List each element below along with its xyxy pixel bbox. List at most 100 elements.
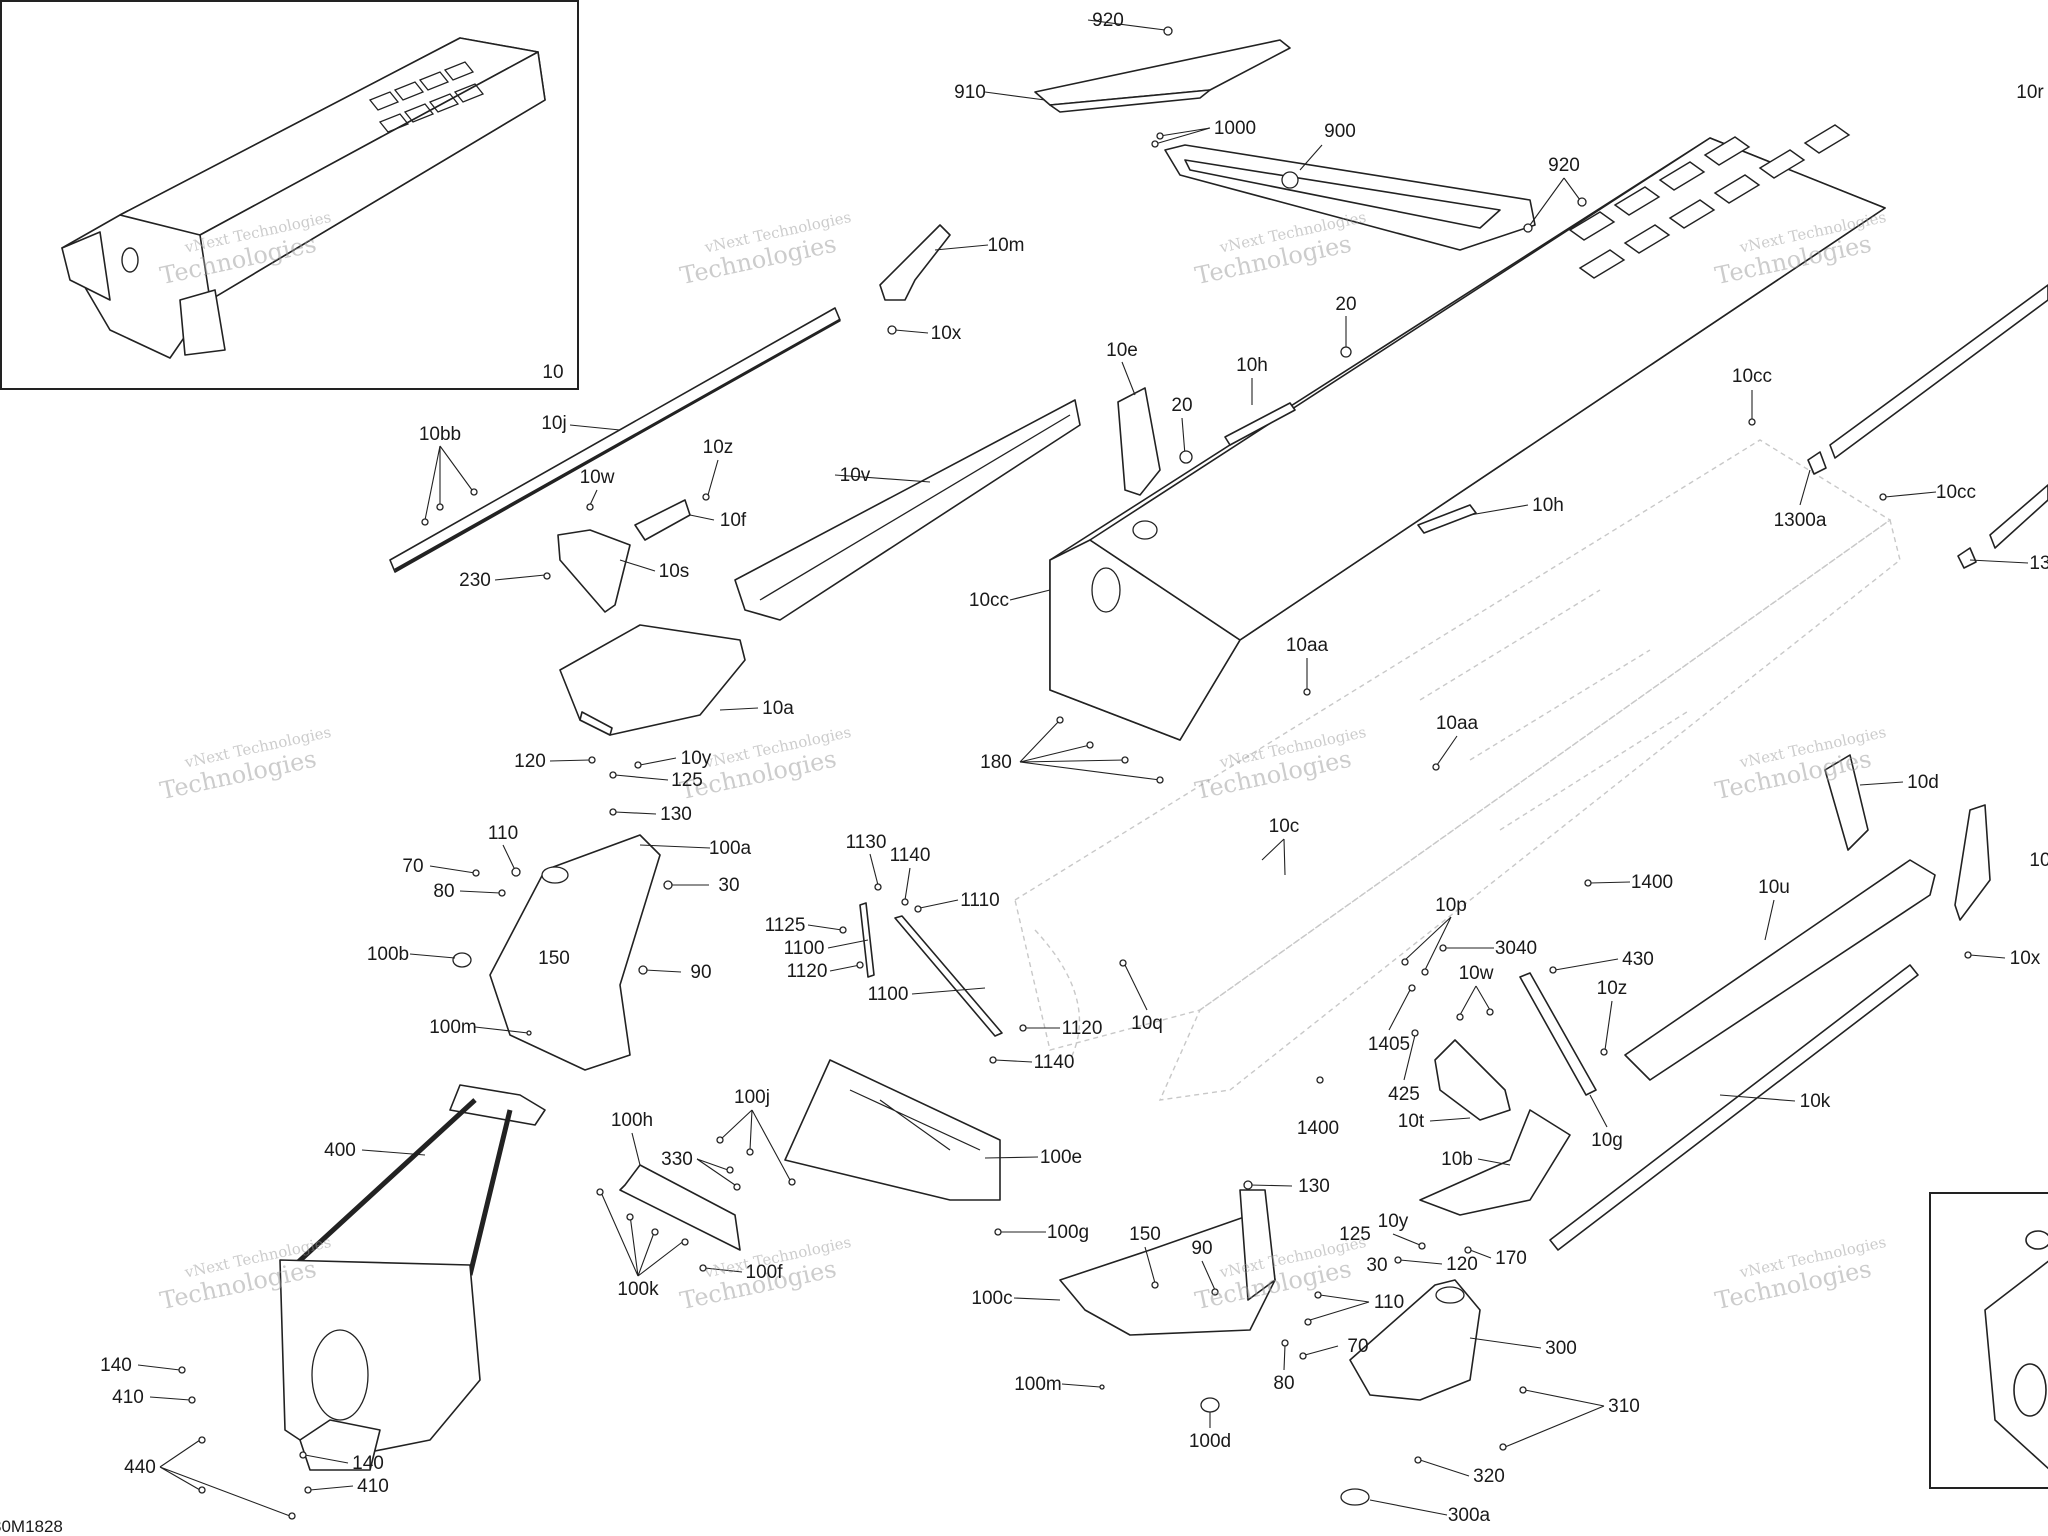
callout-c-10t: 10t <box>1398 1111 1425 1132</box>
callout-c-10d: 10d <box>1907 772 1939 793</box>
inset-assembly-top-left <box>0 0 579 390</box>
clip-13 <box>1957 547 1977 569</box>
callout-c-1100-b: 1100 <box>868 984 909 1005</box>
callout-c-1120-b: 1120 <box>1062 1018 1103 1039</box>
callout-c-10u: 10u <box>1758 877 1790 898</box>
callout-c-100f: 100f <box>746 1262 784 1283</box>
tunnel-main <box>1049 124 1886 741</box>
bracket-10-right <box>1954 804 1991 921</box>
callout-c-20a: 20 <box>1335 294 1356 315</box>
grommet-100d <box>1200 1397 1220 1413</box>
grommet-300a <box>1340 1488 1370 1506</box>
callout-c-10e: 10e <box>1106 340 1138 361</box>
callout-c-1130: 1130 <box>846 832 887 853</box>
callout-c-70-top: 70 <box>402 856 423 877</box>
callout-c-410-b: 410 <box>357 1476 389 1497</box>
callout-c-10p: 10p <box>1435 895 1467 916</box>
callout-c-440: 440 <box>124 1457 156 1478</box>
callout-c-10r: 10r <box>2016 82 2044 103</box>
callout-c-430: 430 <box>1622 949 1654 970</box>
callout-c-10g: 10g <box>1591 1130 1623 1151</box>
inset-label: 10 <box>542 362 563 383</box>
callout-c-100e: 100e <box>1040 1147 1082 1168</box>
callout-c-10v: 10v <box>840 465 871 486</box>
callout-c-310: 310 <box>1608 1396 1640 1417</box>
callout-c-425: 425 <box>1388 1084 1420 1105</box>
callout-c-10cc-c: 10cc <box>969 590 1009 611</box>
frame-400 <box>279 1084 546 1471</box>
plate-10b <box>1419 1109 1571 1216</box>
callout-c-10x-top: 10x <box>931 323 962 344</box>
callout-c-10cc-a: 10cc <box>1732 366 1772 387</box>
callout-c-100b: 100b <box>367 944 409 965</box>
callout-c-1140-mid: 1140 <box>1034 1052 1075 1073</box>
callout-c-1140-top: 1140 <box>890 845 931 866</box>
callout-c-300: 300 <box>1545 1338 1577 1359</box>
callout-c-10y-mid: 10y <box>1378 1211 1409 1232</box>
callout-c-920a: 920 <box>1092 10 1124 31</box>
callout-c-920b: 920 <box>1548 155 1580 176</box>
callout-c-80-top: 80 <box>433 881 454 902</box>
callout-c-10h-top: 10h <box>1236 355 1268 376</box>
rod-1100 <box>894 915 1003 1037</box>
callout-c-170: 170 <box>1495 1248 1527 1269</box>
bracket-300 <box>1349 1279 1481 1401</box>
callout-c-10m: 10m <box>988 235 1025 256</box>
plate-10f <box>634 499 691 541</box>
callout-c-10c: 10c <box>1269 816 1300 837</box>
callout-c-1400-a: 1400 <box>1631 872 1673 893</box>
callout-c-10k: 10k <box>1800 1091 1831 1112</box>
hardware-fasteners <box>178 26 1972 1520</box>
rail-10u <box>1624 859 1936 1081</box>
callout-c-150-mid: 150 <box>1129 1224 1161 1245</box>
callout-c-410-a: 410 <box>112 1387 144 1408</box>
callout-c-10b: 10b <box>1441 1149 1473 1170</box>
bar-10h-top <box>1224 402 1296 446</box>
callout-c-100c: 100c <box>971 1288 1012 1309</box>
callout-c-320: 320 <box>1473 1466 1505 1487</box>
callout-c-10z-mid: 10z <box>1597 978 1628 999</box>
callout-c-330: 330 <box>661 1149 693 1170</box>
rail-right-upper <box>1829 284 2048 459</box>
callout-c-150-top: 150 <box>538 948 570 969</box>
plate-10s <box>557 529 631 613</box>
slide-10j <box>389 307 841 573</box>
callout-c-100m-top: 100m <box>429 1017 477 1038</box>
callout-c-1000: 1000 <box>1214 118 1256 139</box>
callout-c-1405: 1405 <box>1368 1034 1410 1055</box>
callout-c-130-top: 130 <box>660 804 692 825</box>
clip-1300a <box>1807 451 1827 475</box>
callout-c-80-mid: 80 <box>1273 1373 1294 1394</box>
leader-lines <box>137 19 2029 1517</box>
ghost-rail-outlines <box>1014 439 1901 1101</box>
callout-c-10z-top: 10z <box>703 437 734 458</box>
callout-c-30-top: 30 <box>718 875 739 896</box>
callout-c-1100-a: 1100 <box>784 938 825 959</box>
callout-c-910: 910 <box>954 82 986 103</box>
callout-c-10cc-b: 10cc <box>1936 482 1976 503</box>
callout-c-90-top: 90 <box>690 962 711 983</box>
slide-10k <box>1549 964 1919 1251</box>
callout-c-3040: 3040 <box>1495 938 1537 959</box>
callout-c-10w-top: 10w <box>580 467 615 488</box>
bar-10g <box>1519 972 1597 1096</box>
callout-c-400: 400 <box>324 1140 356 1161</box>
callout-c-90-mid: 90 <box>1191 1238 1212 1259</box>
bar-10h-mid <box>1417 504 1477 534</box>
callout-c-110-top: 110 <box>488 823 518 844</box>
bracket-900 <box>1164 144 1536 251</box>
inset-assembly-bottom-right <box>1929 1192 2048 1489</box>
callout-c-10-right: 10 <box>2029 850 2048 871</box>
callout-c-10q: 10q <box>1131 1013 1163 1034</box>
callout-c-140-a: 140 <box>100 1355 132 1376</box>
callout-c-1400-b: 1400 <box>1297 1118 1339 1139</box>
callout-c-1300a: 1300a <box>1774 510 1827 531</box>
plate-10e <box>1117 387 1161 496</box>
callout-c-13: 13 <box>2029 553 2048 574</box>
callout-c-10bb: 10bb <box>419 424 461 445</box>
